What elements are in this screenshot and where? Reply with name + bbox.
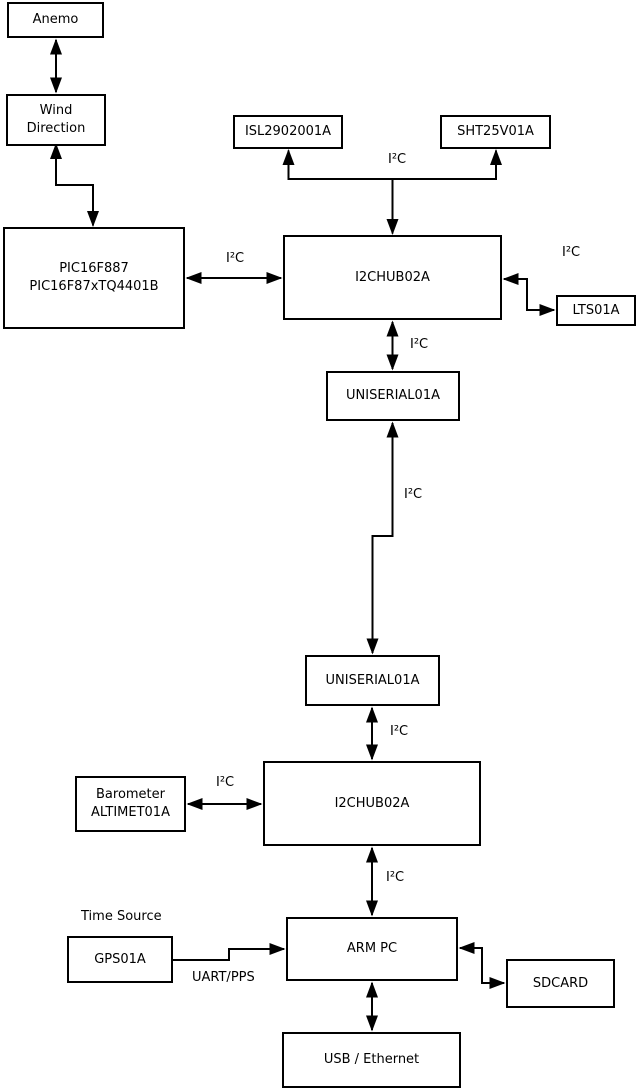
node-barometer-label-line1: Barometer	[96, 787, 165, 803]
node-wind-direction: Wind Direction	[6, 94, 106, 146]
node-uniserial01a-1-label: UNISERIAL01A	[346, 388, 440, 404]
connector-gps-armpc	[173, 943, 286, 961]
node-sdcard-label: SDCARD	[532, 975, 589, 991]
node-i2chub02a-2: I2CHUB02A	[263, 761, 481, 846]
node-gps01a: GPS01A	[67, 936, 173, 983]
node-lts01a: LTS01A	[556, 295, 636, 326]
connector-winddirection-pic	[50, 143, 99, 227]
node-i2chub02a-2-label: I2CHUB02A	[334, 795, 410, 811]
node-usb-ethernet-label: USB / Ethernet	[323, 1052, 420, 1068]
node-uniserial01a-1: UNISERIAL01A	[326, 371, 460, 421]
node-gps01a-label: GPS01A	[94, 951, 146, 967]
node-pic16f887-label-line2: PIC16F87xTQ4401B	[29, 279, 159, 294]
label-uart-pps: UART/PPS	[192, 970, 255, 985]
node-arm-pc: ARM PC	[286, 917, 458, 981]
node-uniserial01a-2-label: UNISERIAL01A	[325, 672, 420, 688]
node-i2chub02a-1-label: I2CHUB02A	[355, 269, 430, 285]
node-arm-pc-label: ARM PC	[346, 941, 398, 957]
label-i2c-top-junction: I²C	[388, 152, 407, 167]
node-lts01a-label: LTS01A	[572, 302, 620, 318]
node-sht25v01a: SHT25V01A	[440, 115, 551, 149]
node-sdcard: SDCARD	[506, 959, 615, 1008]
node-wind-direction-label-line1: Wind	[39, 103, 73, 119]
label-i2c-hub1-uniserial1: I²C	[410, 337, 429, 352]
connector-uniserial1-uniserial2	[366, 421, 399, 655]
node-i2chub02a-1: I2CHUB02A	[283, 235, 502, 320]
node-usb-ethernet: USB / Ethernet	[282, 1032, 461, 1088]
label-i2c-pic-hub1: I²C	[226, 251, 245, 266]
node-pic16f887-label-line1: PIC16F887	[59, 261, 129, 277]
label-i2c-barometer-hub2: I²C	[216, 775, 235, 790]
label-i2c-uniserial2-hub2: I²C	[390, 724, 409, 739]
node-pic16f887: PIC16F887 PIC16F87xTQ4401B	[3, 227, 185, 329]
node-barometer-altimet01a: Barometer ALTIMET01A	[75, 776, 186, 832]
label-time-source: Time Source	[81, 909, 162, 924]
node-wind-direction-label-line2: Direction	[26, 121, 86, 136]
connector-armpc-sdcard	[458, 942, 506, 989]
node-sht25v01a-label: SHT25V01A	[457, 124, 534, 140]
connector-hub1-lts	[502, 273, 556, 316]
node-anemo-label: Anemo	[32, 12, 79, 28]
node-uniserial01a-2: UNISERIAL01A	[305, 655, 440, 706]
label-i2c-long-link: I²C	[404, 487, 423, 502]
node-anemo: Anemo	[7, 2, 104, 38]
node-barometer-label-line2: ALTIMET01A	[91, 805, 170, 820]
node-isl2902001a-label: ISL2902001A	[244, 124, 332, 140]
label-i2c-hub1-lts: I²C	[562, 245, 581, 260]
node-isl2902001a: ISL2902001A	[233, 115, 343, 149]
label-i2c-hub2-armpc: I²C	[386, 870, 405, 885]
